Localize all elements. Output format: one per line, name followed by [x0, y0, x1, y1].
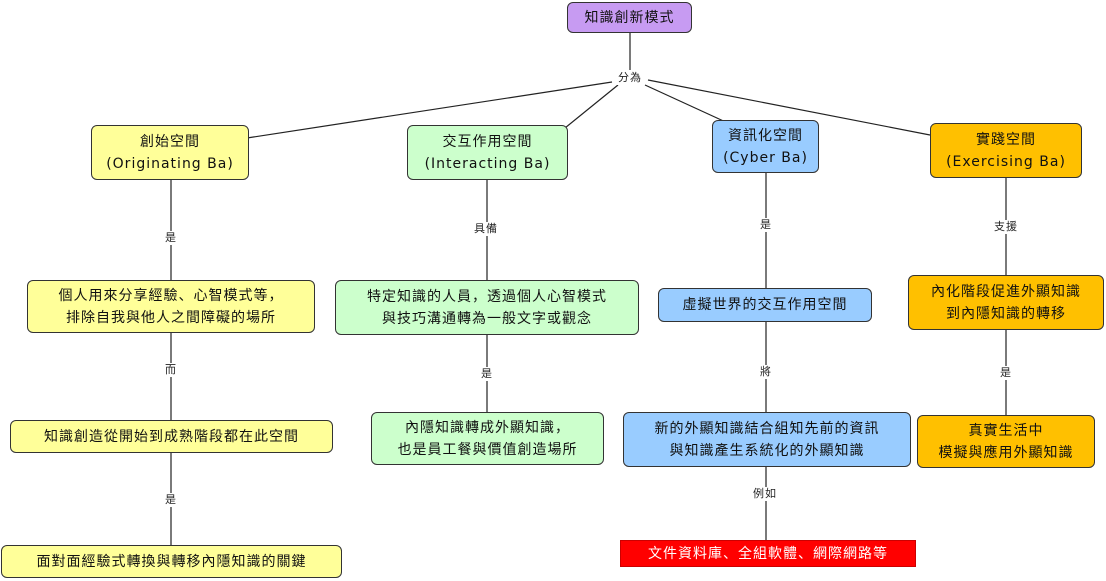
interacting-node-1-line-2: 與技巧溝通轉為一般文字或觀念 [382, 310, 592, 327]
interacting-ba-node: 交互作用空間 (Interacting Ba) [407, 125, 568, 180]
exercising-node-1: 內化階段促進外顯知識 到內隱知識的轉移 [908, 275, 1104, 330]
exercising-node-2: 真實生活中 模擬與應用外顯知識 [917, 415, 1095, 468]
originating-ba-node: 創始空間 (Originating Ba) [91, 125, 249, 180]
interacting-link-2: 是 [479, 367, 495, 381]
cyber-ba-subtitle: (Cyber Ba) [723, 149, 808, 166]
cyber-node-1: 虛擬世界的交互作用空間 [658, 288, 872, 322]
exercising-node-2-line-2: 模擬與應用外顯知識 [938, 444, 1074, 461]
interacting-ba-title: 交互作用空間 [442, 133, 533, 150]
exercising-ba-subtitle: (Exercising Ba) [946, 153, 1066, 170]
originating-node-3-text: 面對面經驗式轉換與轉移內隱知識的關鍵 [36, 553, 307, 570]
originating-node-1-line-2: 排除自我與他人之間障礙的場所 [66, 309, 276, 326]
interacting-node-1: 特定知識的人員，透過個人心智模式 與技巧溝通轉為一般文字或觀念 [335, 280, 639, 335]
root-label: 知識創新模式 [584, 9, 675, 26]
cyber-ba-node: 資訊化空間 (Cyber Ba) [712, 120, 819, 173]
exercising-link-2: 是 [998, 366, 1014, 380]
originating-node-2: 知識創造從開始到成熟階段都在此空間 [10, 420, 333, 453]
cyber-node-2-line-2: 與知識產生系統化的外顯知識 [669, 442, 865, 459]
cyber-ba-title: 資訊化空間 [728, 127, 803, 144]
root-link-label: 分為 [616, 71, 644, 85]
cyber-node-2: 新的外顯知識結合組知先前的資訊 與知識產生系統化的外顯知識 [623, 412, 911, 467]
exercising-node-1-line-2: 到內隱知識的轉移 [946, 305, 1066, 322]
exercising-ba-title: 實踐空間 [976, 131, 1036, 148]
cyber-node-2-line-1: 新的外顯知識結合組知先前的資訊 [654, 420, 880, 437]
cyber-link-3: 例如 [751, 487, 779, 501]
exercising-node-2-line-1: 真實生活中 [968, 422, 1044, 439]
interacting-ba-subtitle: (Interacting Ba) [424, 155, 551, 172]
originating-link-1: 是 [163, 231, 179, 245]
originating-node-1-line-1: 個人用來分享經驗、心智模式等， [58, 287, 284, 304]
originating-ba-subtitle: (Originating Ba) [106, 155, 234, 172]
root-node: 知識創新模式 [567, 2, 692, 33]
originating-ba-title: 創始空間 [140, 133, 200, 150]
originating-node-2-text: 知識創造從開始到成熟階段都在此空間 [44, 428, 299, 445]
originating-node-3: 面對面經驗式轉換與轉移內隱知識的關鍵 [1, 545, 342, 578]
interacting-node-2-line-2: 也是員工餐與價值創造場所 [397, 441, 578, 458]
interacting-node-2: 內隱知識轉成外顯知識， 也是員工餐與價值創造場所 [371, 412, 604, 465]
interacting-node-2-line-1: 內隱知識轉成外顯知識， [405, 419, 570, 436]
cyber-link-1: 是 [758, 218, 774, 232]
exercising-ba-node: 實踐空間 (Exercising Ba) [930, 123, 1082, 178]
originating-node-1: 個人用來分享經驗、心智模式等， 排除自我與他人之間障礙的場所 [27, 280, 315, 333]
cyber-node-1-text: 虛擬世界的交互作用空間 [682, 297, 848, 313]
originating-link-2: 而 [163, 363, 179, 377]
exercising-node-1-line-1: 內化階段促進外顯知識 [931, 283, 1081, 300]
cyber-node-3: 文件資料庫、全組軟體、網際網路等 [620, 540, 916, 567]
interacting-link-1: 具備 [472, 222, 500, 236]
originating-link-3: 是 [163, 493, 179, 507]
interacting-node-1-line-1: 特定知識的人員，透過個人心智模式 [367, 288, 607, 305]
exercising-link-1: 支援 [992, 220, 1020, 234]
cyber-link-2: 將 [758, 365, 774, 379]
cyber-node-3-text: 文件資料庫、全組軟體、網際網路等 [648, 545, 888, 562]
